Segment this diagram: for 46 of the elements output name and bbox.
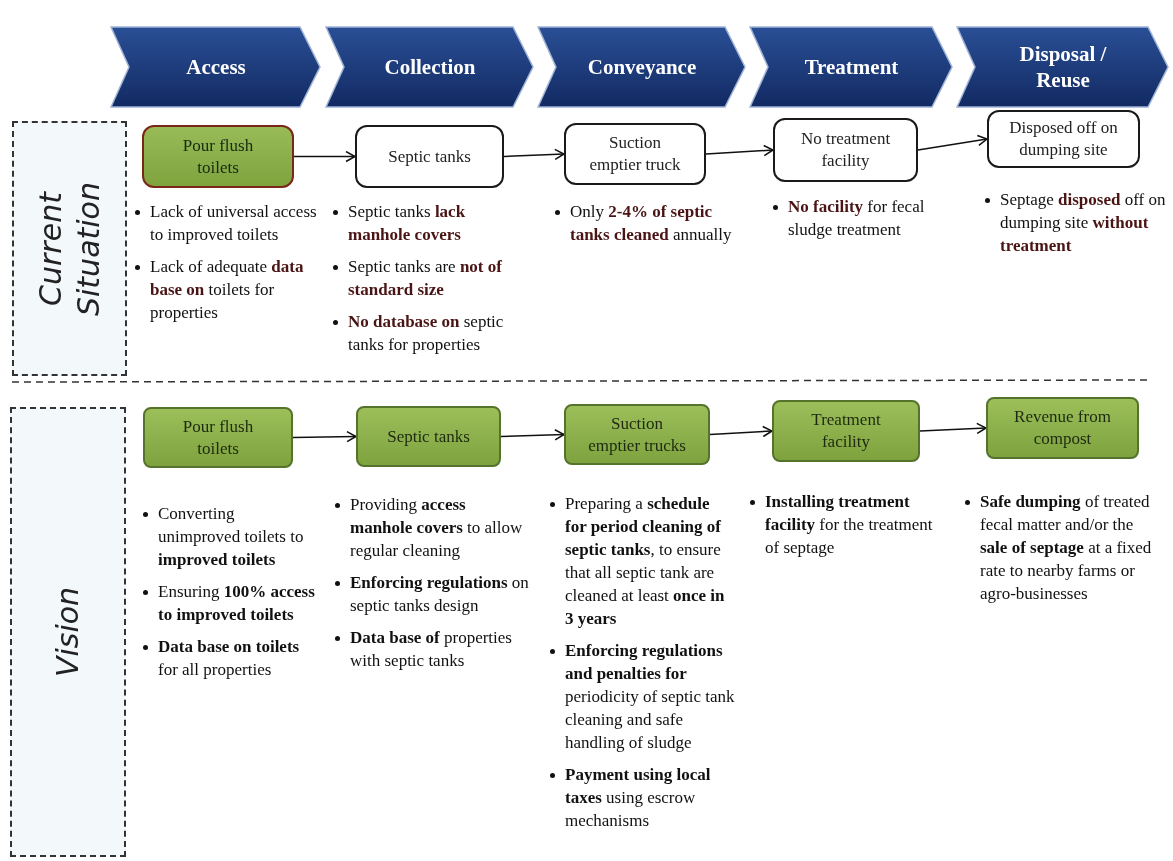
- bullet-text: Preparing a schedule for period cleaning of septic tanks, to ensure that all septic tank are cleaned at least once in 3 years: [565, 493, 726, 630]
- bullet-text: Safe dumping of treated fecal matter and/or the sale of septage at a fixed rate to nearby farms or agro-businesses: [980, 491, 1153, 605]
- bullet-text: Providing access manhole covers to allow regular cleaning: [350, 494, 524, 562]
- bullet-text: Data base of properties with septic tanks: [350, 627, 513, 672]
- section-title: Current Situation: [31, 180, 107, 318]
- process-box: Pour flush toilets: [143, 407, 293, 468]
- bullet-text: Installing treatment facility for the treatment of septage: [765, 491, 934, 559]
- bullet-text: Only 2-4% of septic tanks cleaned annually: [570, 201, 733, 246]
- arrow: [500, 429, 565, 441]
- process-box: Suction emptier truck: [564, 123, 706, 185]
- arrow: [293, 150, 356, 163]
- bullet-text: Converting unimproved toilets to improved toilets: [158, 503, 305, 571]
- stage-header: Access: [110, 25, 322, 109]
- bullet-text: Lack of universal access to improved toilets: [150, 201, 318, 246]
- bullet-text: Septic tanks are not of standard size: [348, 256, 503, 301]
- arrow: [292, 430, 357, 443]
- bullet-text: Septage disposed off on dumping site without treatment: [1000, 189, 1167, 257]
- bullet-text: No facility for fecal sludge treatment: [788, 196, 926, 241]
- process-box: Treatment facility: [772, 400, 920, 462]
- process-box: Septic tanks: [356, 406, 501, 467]
- bullet-text: Septic tanks lack manhole covers: [348, 201, 467, 246]
- process-box: Revenue from compost: [986, 397, 1139, 459]
- bullet-text: Enforcing regulations on septic tanks design: [350, 572, 530, 617]
- bullet-text: Data base on toilets for all properties: [158, 636, 301, 681]
- bullet-text: Enforcing regulations and penalties for periodicity of septic tank cleaning and safe handling of sludge: [565, 640, 735, 754]
- stage-header: Disposal / Reuse: [956, 25, 1170, 109]
- section-panel: [10, 407, 126, 857]
- stage-header: Conveyance: [537, 25, 747, 109]
- arrow: [503, 148, 565, 161]
- arrow: [705, 144, 774, 157]
- arrow: [917, 134, 988, 151]
- arrow: [709, 425, 773, 438]
- bullet-text: No database on septic tanks for properties: [348, 311, 505, 356]
- process-box: Pour flush toilets: [142, 125, 294, 188]
- bullet-text: Ensuring 100% access to improved toilets: [158, 581, 316, 626]
- bullet-text: Payment using local taxes using escrow mechanisms: [565, 764, 712, 832]
- arrow: [919, 422, 987, 435]
- stage-header: Treatment: [749, 25, 954, 109]
- process-box: Disposed off on dumping site: [987, 110, 1140, 168]
- process-box: Suction emptier trucks: [564, 404, 710, 465]
- section-title: Vision: [49, 585, 86, 680]
- bullet-text: Lack of adequate data base on toilets for properties: [150, 256, 305, 324]
- stage-header: Collection: [325, 25, 535, 109]
- section-panel: [12, 121, 127, 376]
- process-box: No treatment facility: [773, 118, 918, 182]
- process-box: Septic tanks: [355, 125, 504, 188]
